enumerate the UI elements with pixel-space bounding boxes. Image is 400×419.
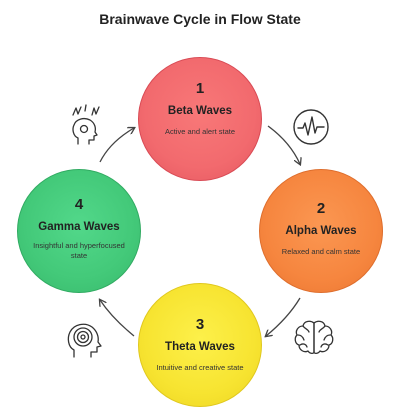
node-number: 2 [316,200,326,217]
node-beta-waves: 1 Beta Waves Active and alert state [138,57,262,181]
waveform-icon [293,109,329,145]
arrow-beta-to-alpha [267,125,300,164]
node-gamma-waves: 4 Gamma Waves Insightful and hyperfocuse… [17,169,141,293]
node-number: 3 [195,316,205,333]
arrow-theta-to-gamma [100,300,135,337]
node-number: 1 [195,80,205,97]
node-description: Relaxed and calm state [281,247,361,256]
node-theta-waves: 3 Theta Waves Intuitive and creative sta… [138,283,262,407]
node-alpha-waves: 2 Alpha Waves Relaxed and calm state [259,169,383,293]
arrow-gamma-to-beta [99,128,134,163]
arrow-alpha-to-theta [266,297,301,336]
node-label: Theta Waves [165,341,235,353]
brain-icon [294,320,334,355]
node-label: Alpha Waves [285,225,357,237]
node-description: Active and alert state [164,127,236,136]
diagram-title: Brainwave Cycle in Flow State [99,11,301,27]
node-description: Intuitive and creative state [156,363,244,372]
node-description: Insightful and hyperfocused state [33,241,125,260]
focused-head-icon [67,323,102,358]
node-label: Beta Waves [167,105,233,117]
node-label: Gamma Waves [38,221,120,233]
node-number: 4 [74,196,84,213]
stressed-head-icon [72,104,100,145]
